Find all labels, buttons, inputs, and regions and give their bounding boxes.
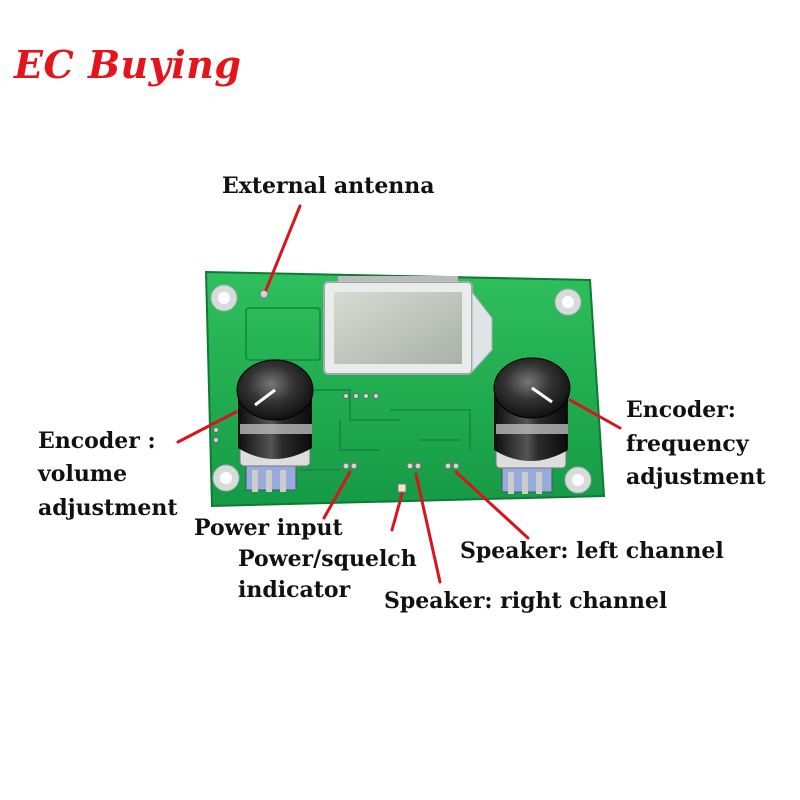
- antenna-pointer: [264, 204, 302, 292]
- volume-pointer: [176, 410, 238, 444]
- lcd-screen: [334, 292, 462, 364]
- indicator-pointer: [390, 492, 404, 532]
- label-speaker-right: Speaker: right channel: [384, 588, 668, 614]
- speaker-right-pointer: [414, 472, 442, 584]
- label-encoder-frequency-3: adjustment: [626, 464, 766, 490]
- label-power-input: Power input: [194, 515, 343, 541]
- label-encoder-frequency-2: frequency: [626, 431, 749, 457]
- label-encoder-volume-2: volume: [38, 461, 128, 487]
- label-power-indicator-1: Power/squelch: [238, 546, 417, 572]
- frequency-pointer: [568, 398, 622, 430]
- label-encoder-volume-1: Encoder :: [38, 428, 156, 454]
- label-external-antenna: External antenna: [222, 173, 435, 199]
- mounting-holes: [210, 284, 592, 494]
- label-encoder-frequency-1: Encoder:: [626, 397, 736, 423]
- callout-lines: [176, 204, 622, 584]
- label-power-indicator-2: indicator: [238, 577, 351, 603]
- speaker-left-pointer: [454, 470, 530, 540]
- brand-logo: EC Buying: [14, 42, 242, 87]
- label-encoder-volume-3: adjustment: [38, 495, 178, 521]
- power-input-pointer: [322, 470, 352, 520]
- label-speaker-left: Speaker: left channel: [460, 538, 724, 564]
- right-encoder: [493, 357, 571, 494]
- left-encoder: [236, 359, 314, 492]
